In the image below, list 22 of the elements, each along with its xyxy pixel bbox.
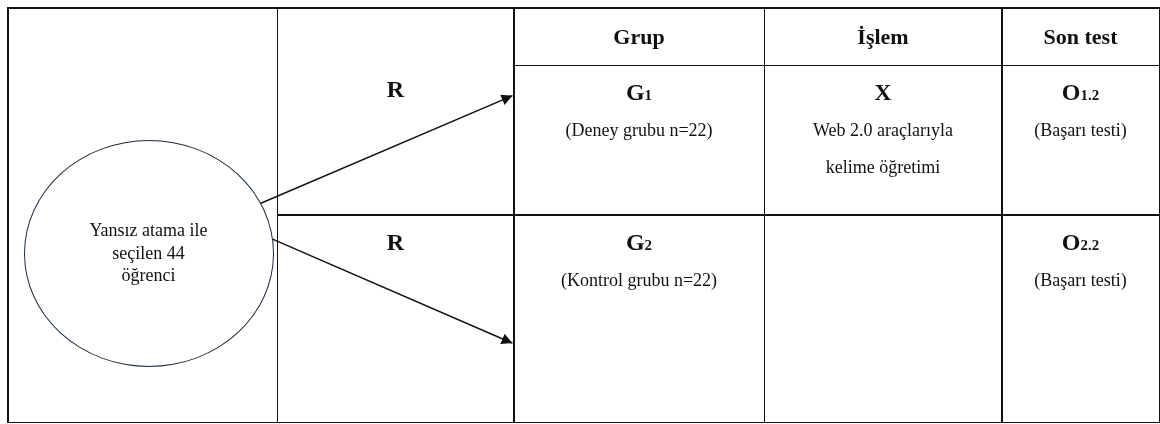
column-header: Son test: [1043, 23, 1118, 51]
arrow: [271, 238, 514, 344]
column-header: Grup: [613, 23, 665, 51]
column-header: İşlem: [857, 23, 909, 51]
cell-text: (Deney grubu n=22): [565, 119, 713, 142]
cell-text: (Başarı testi): [1034, 268, 1127, 292]
table-cell: [1002, 215, 1159, 422]
random-assignment-label: R: [386, 227, 405, 257]
cell-text: (Başarı testi): [1034, 119, 1127, 142]
cell-text: Web 2.0 araçlarıyla kelime öğretimi: [812, 119, 954, 179]
header-cell: [765, 8, 1001, 65]
symbol-label: X: [874, 78, 892, 107]
table-cell: [765, 66, 1001, 214]
arrow: [260, 94, 514, 204]
table-cell: [514, 66, 764, 214]
cell-text: (Kontrol grubu n=22): [560, 268, 718, 292]
header-cell: [514, 8, 764, 65]
table-cell: [1002, 66, 1159, 214]
random-assignment-label: R: [386, 74, 405, 104]
node-text: Yansız atama ile seçilen 44 öğrenci: [88, 219, 209, 287]
table-cell: [514, 215, 764, 422]
header-cell: [1002, 8, 1159, 65]
